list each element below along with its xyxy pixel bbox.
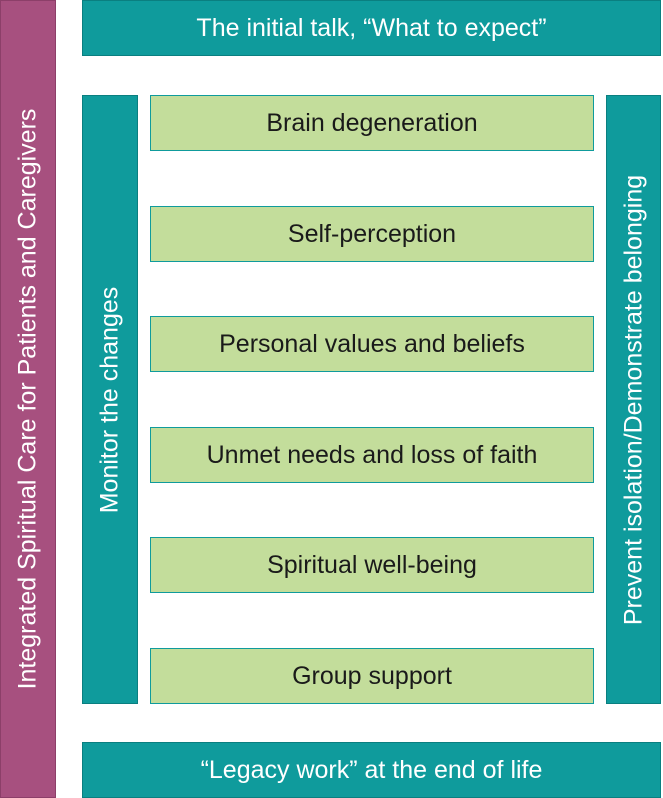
monitor-changes-label: Monitor the changes — [95, 286, 124, 513]
legacy-work-bar: “Legacy work” at the end of life — [82, 742, 661, 798]
step-box: Unmet needs and loss of faith — [150, 427, 594, 483]
initial-talk-label: The initial talk, “What to expect” — [196, 13, 547, 42]
step-box: Spiritual well-being — [150, 537, 594, 593]
step-label: Brain degeneration — [266, 108, 478, 137]
step-label: Personal values and beliefs — [219, 329, 525, 358]
step-label: Spiritual well-being — [267, 550, 477, 579]
step-box: Personal values and beliefs — [150, 316, 594, 372]
legacy-work-label: “Legacy work” at the end of life — [200, 755, 543, 784]
step-label: Unmet needs and loss of faith — [206, 440, 538, 469]
prevent-isolation-label: Prevent isolation/Demonstrate belonging — [619, 174, 647, 625]
initial-talk-bar: The initial talk, “What to expect” — [82, 0, 661, 56]
prevent-isolation-bar: Prevent isolation/Demonstrate belonging — [606, 95, 661, 704]
step-label: Group support — [292, 661, 452, 690]
monitor-changes-bar: Monitor the changes — [82, 95, 138, 704]
step-box: Self-perception — [150, 206, 594, 262]
step-box: Group support — [150, 648, 594, 704]
integrated-care-bar: Integrated Spiritual Care for Patients a… — [0, 0, 56, 798]
step-box: Brain degeneration — [150, 95, 594, 151]
step-label: Self-perception — [287, 219, 457, 248]
integrated-care-label: Integrated Spiritual Care for Patients a… — [13, 108, 42, 690]
